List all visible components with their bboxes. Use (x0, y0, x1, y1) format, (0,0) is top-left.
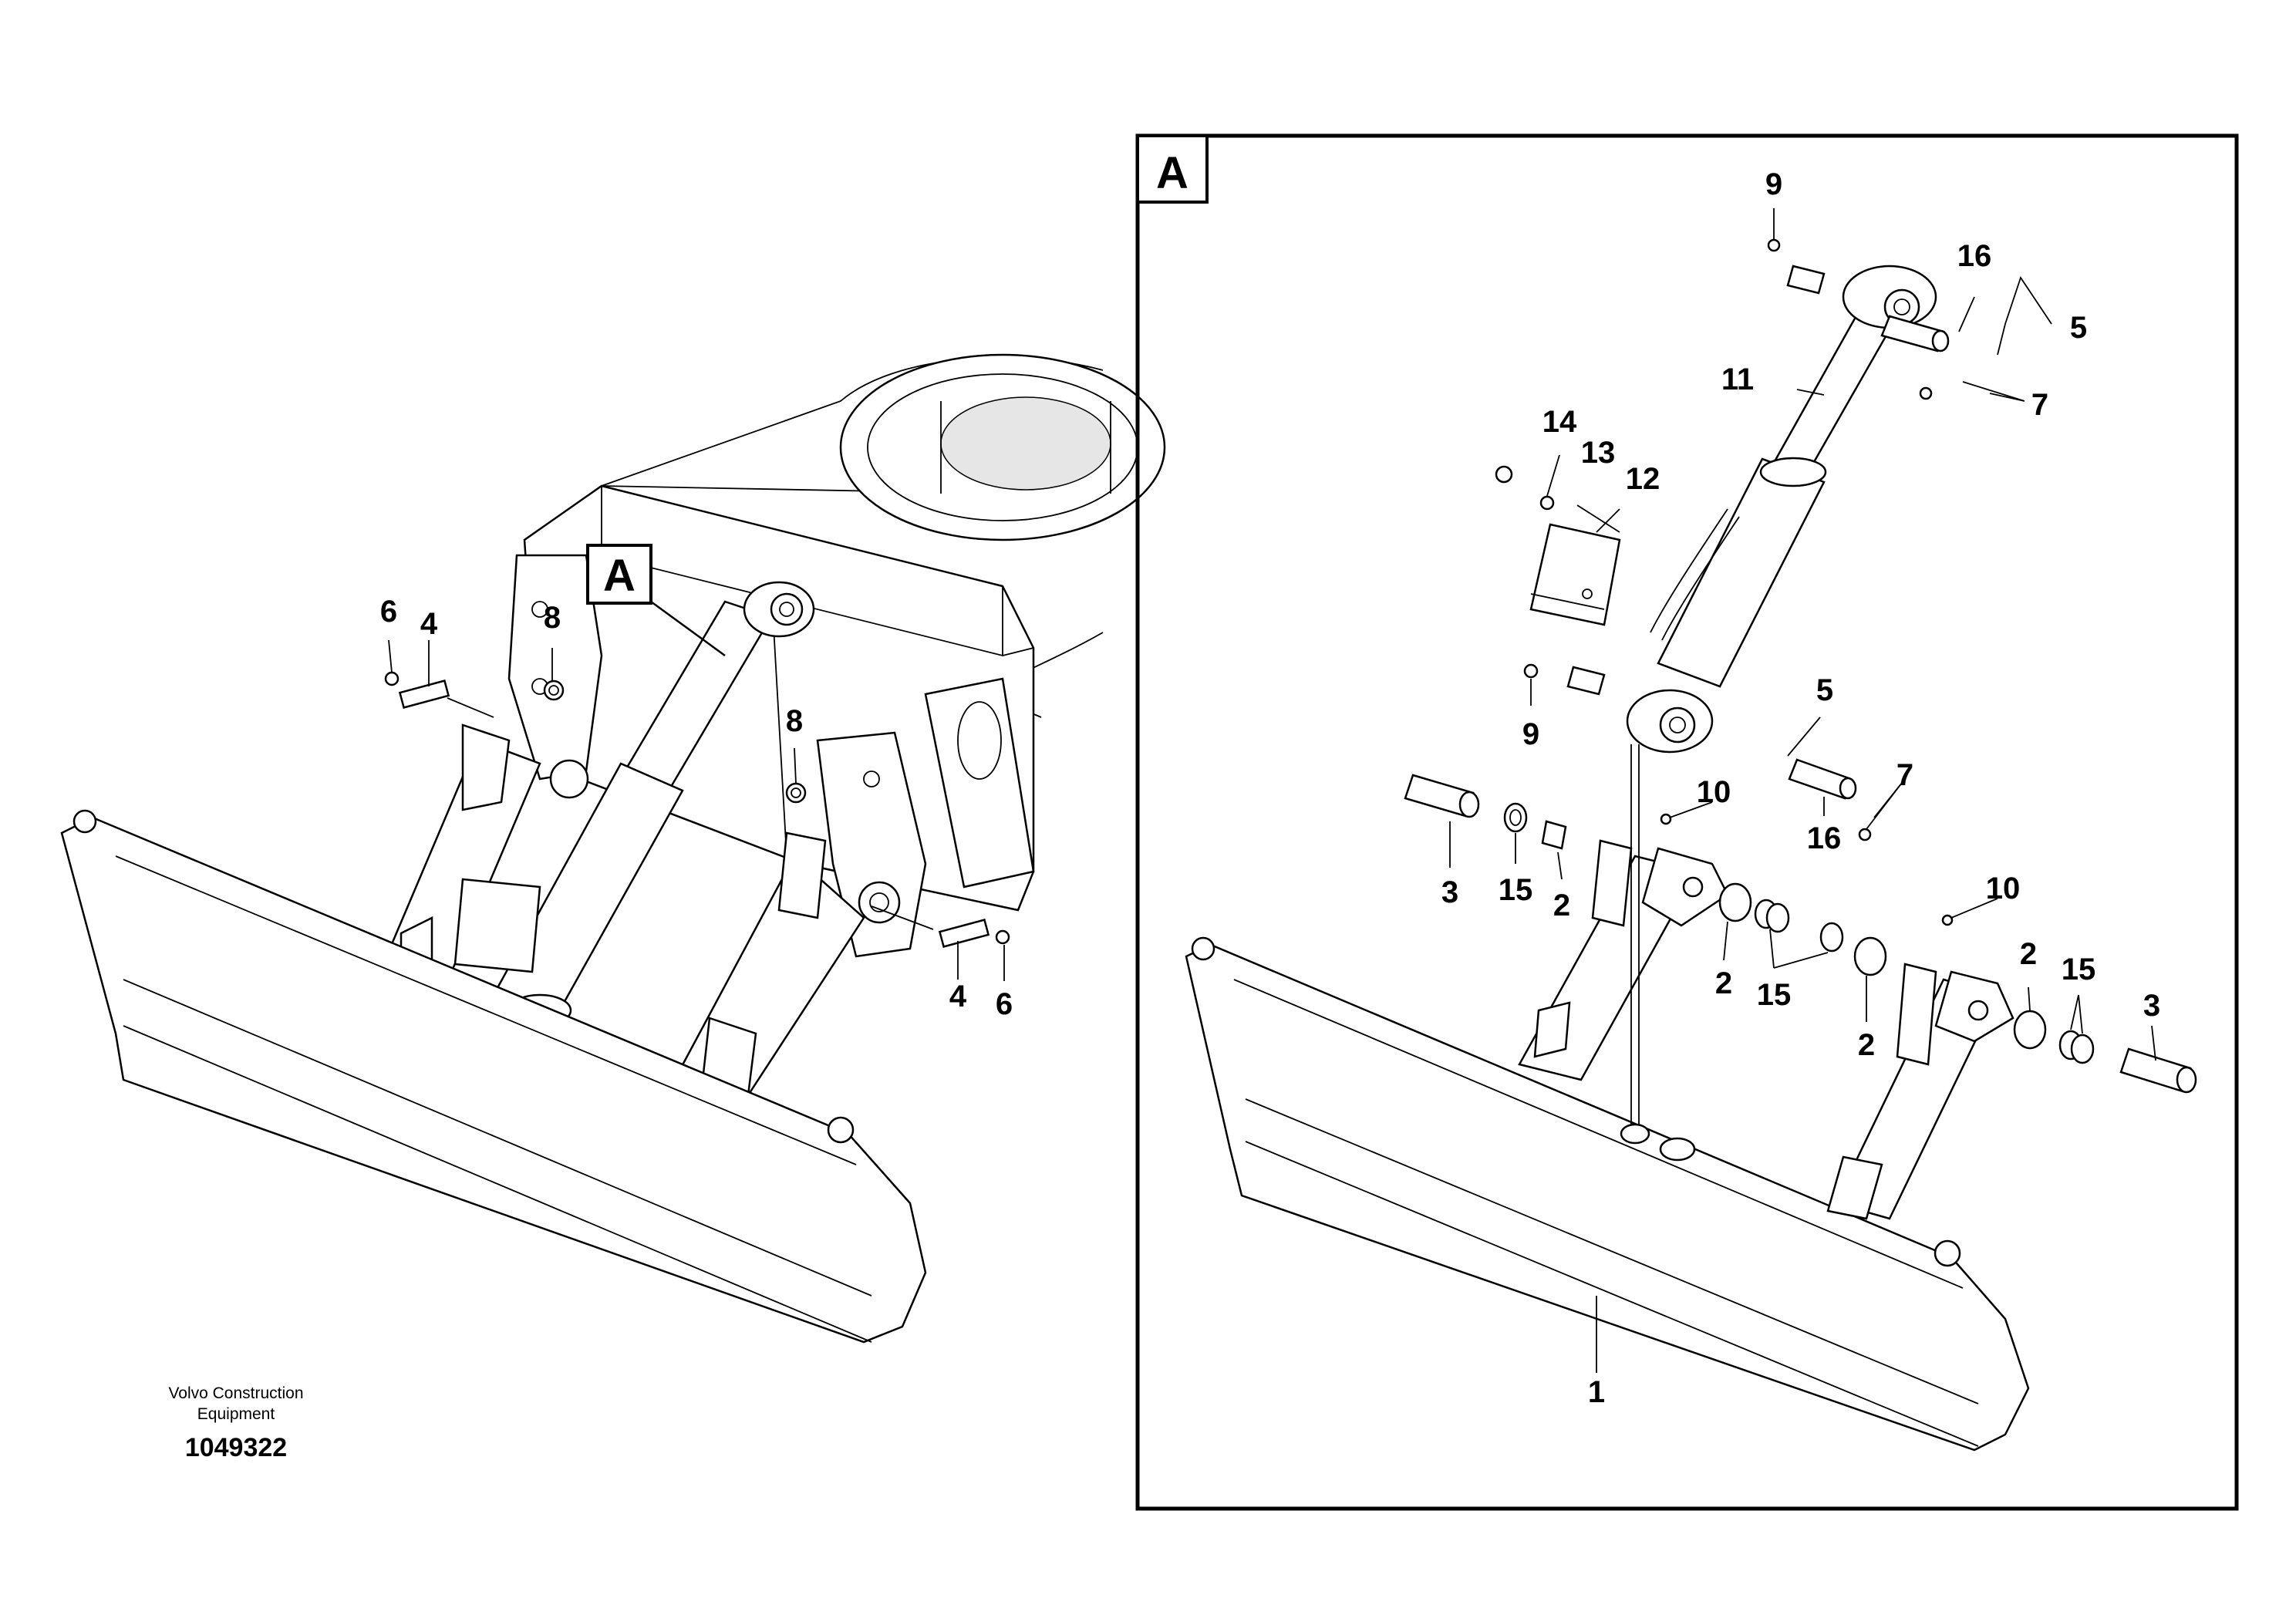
dozer-blade (60, 809, 927, 1344)
callout-12: 12 (1626, 462, 1660, 496)
document-number: 1049322 (185, 1433, 287, 1462)
callout-3-left: 3 (1441, 875, 1458, 909)
detail-view-a: A (1135, 133, 2239, 1511)
callout-10-right: 10 (1986, 872, 2021, 905)
detail-frame (1135, 133, 2239, 1511)
callout-8-right: 8 (786, 704, 803, 738)
detail-blade (1185, 936, 2030, 1452)
svg-text:A: A (603, 551, 636, 601)
callout-11: 11 (1721, 363, 1754, 396)
callout-5-mid: 5 (1816, 673, 1833, 707)
credit-line-1: Volvo Construction (168, 1384, 303, 1402)
detail-bushings (1503, 802, 2095, 1064)
credit-line-2: Equipment (197, 1405, 275, 1423)
callout-16-top: 16 (1957, 239, 1992, 273)
callout-5-top: 5 (2070, 311, 2087, 345)
callout-2-right: 2 (2020, 937, 2037, 971)
detail-marker-label: A (1156, 148, 1188, 198)
callout-2-center-right: 2 (1858, 1028, 1875, 1062)
overview-detail-marker: A (586, 544, 726, 657)
callout-7-top: 7 (2031, 388, 2048, 422)
callout-7-mid: 7 (1896, 758, 1913, 792)
valve-block (1529, 523, 1621, 626)
callout-2-left: 2 (1553, 889, 1570, 922)
callout-9-mid: 9 (1522, 717, 1539, 751)
callout-15-center: 15 (1757, 978, 1792, 1012)
detail-lift-cylinder (1626, 265, 1937, 754)
callout-3-right: 3 (2143, 989, 2160, 1023)
detail-pins (1404, 265, 2197, 1094)
callout-13: 13 (1581, 436, 1616, 470)
callout-15-right: 15 (2062, 953, 2096, 986)
slew-ring (839, 353, 1166, 541)
callout-10-left: 10 (1697, 775, 1731, 809)
callout-14: 14 (1542, 405, 1577, 439)
callout-8-left: 8 (544, 601, 561, 635)
callout-4-left: 4 (420, 607, 438, 641)
callout-15-left: 15 (1499, 873, 1533, 907)
callout-6-left: 6 (380, 595, 397, 629)
callout-1: 1 (1588, 1375, 1605, 1409)
callout-16-mid: 16 (1807, 821, 1842, 855)
callout-2-center-left: 2 (1715, 966, 1732, 1000)
callout-4-right: 4 (949, 980, 967, 1013)
right-push-arm (677, 831, 865, 1097)
overview-assembly: A 6 4 8 8 4 6 (60, 353, 1166, 1344)
callout-6-right: 6 (996, 987, 1013, 1021)
callout-9-top: 9 (1765, 167, 1782, 201)
